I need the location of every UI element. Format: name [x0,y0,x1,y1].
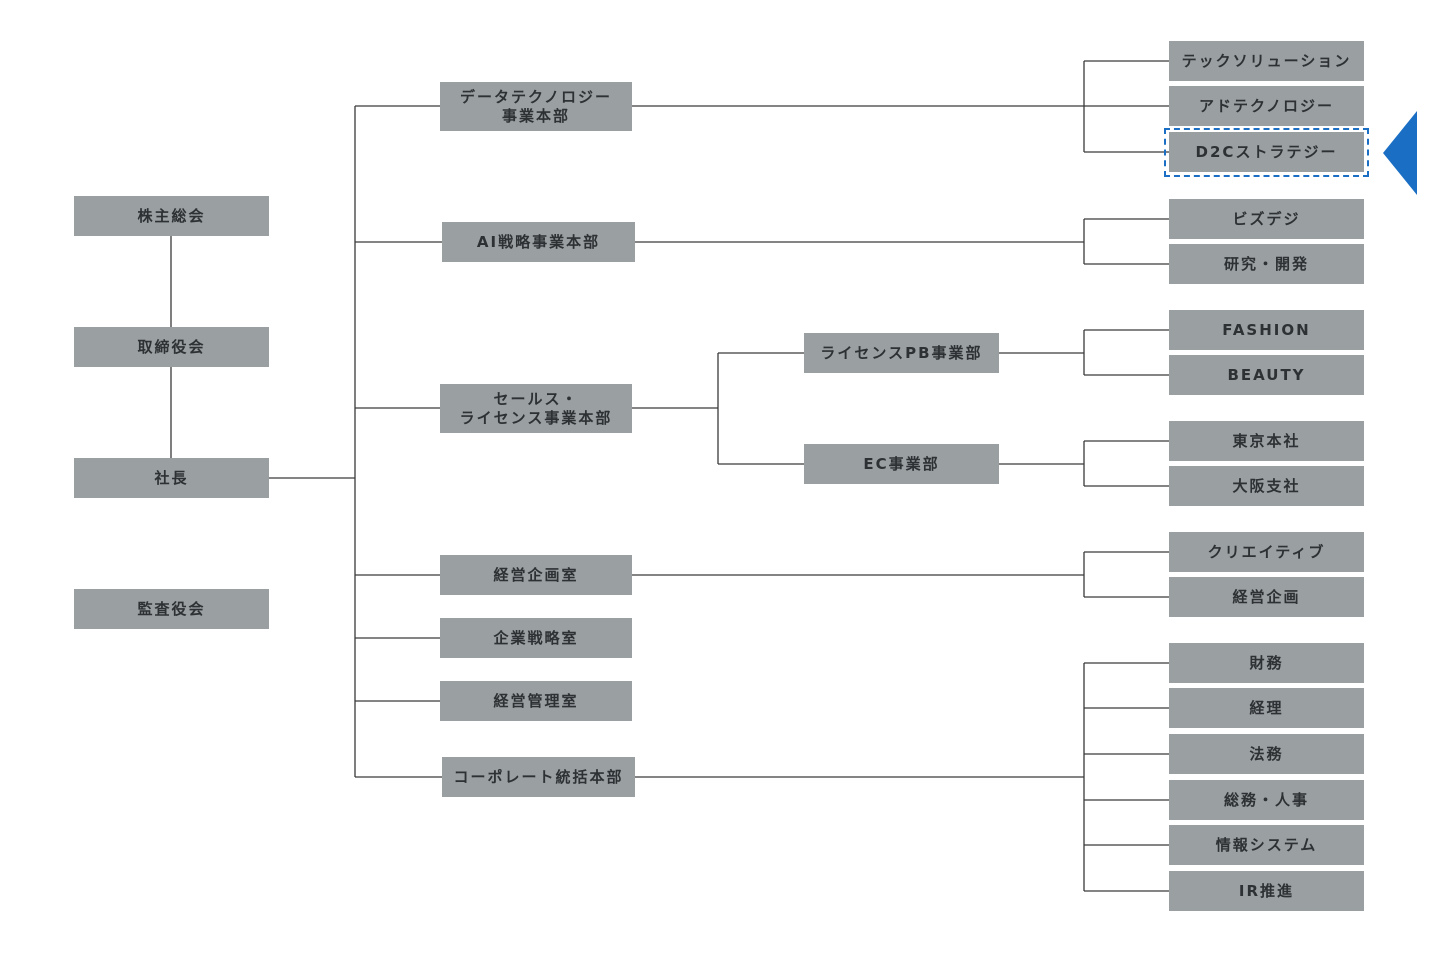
ec-department-box: EC事業部 [804,444,999,484]
beauty-unit-box: BEAUTY [1169,355,1364,395]
osaka-branch-unit-box: 大阪支社 [1169,466,1364,506]
tokyo-headquarters-unit-box: 東京本社 [1169,421,1364,461]
board-of-directors-box: 取締役会 [74,327,269,367]
data-technology-division-box: データテクノロジー 事業本部 [440,82,632,131]
audit-board-box: 監査役会 [74,589,269,629]
creative-unit-box: クリエイティブ [1169,532,1364,572]
research-development-unit-box: 研究・開発 [1169,244,1364,284]
fashion-unit-box: FASHION [1169,310,1364,350]
corporate-administration-division-box: コーポレート統括本部 [442,757,635,797]
accounting-unit-box: 経理 [1169,688,1364,728]
shareholders-meeting-box: 株主総会 [74,196,269,236]
finance-unit-box: 財務 [1169,643,1364,683]
management-planning-unit-box: 経営企画 [1169,577,1364,617]
legal-unit-box: 法務 [1169,734,1364,774]
pointer-triangle-icon [1383,111,1417,195]
information-systems-unit-box: 情報システム [1169,825,1364,865]
ir-promotion-unit-box: IR推進 [1169,871,1364,911]
general-affairs-hr-unit-box: 総務・人事 [1169,780,1364,820]
management-planning-office-box: 経営企画室 [440,555,632,595]
ai-strategy-division-box: AI戦略事業本部 [442,222,635,262]
management-control-office-box: 経営管理室 [440,681,632,721]
connector-lines [170,60,1169,892]
sales-license-division-box: セールス・ ライセンス事業本部 [440,384,632,433]
d2c-strategy-unit-box: D2Cストラテジー [1169,132,1364,172]
bizdigi-unit-box: ビズデジ [1169,199,1364,239]
president-box: 社長 [74,458,269,498]
corporate-strategy-office-box: 企業戦略室 [440,618,632,658]
license-pb-department-box: ライセンスPB事業部 [804,333,999,373]
tech-solution-unit-box: テックソリューション [1169,41,1364,81]
ad-technology-unit-box: アドテクノロジー [1169,86,1364,126]
